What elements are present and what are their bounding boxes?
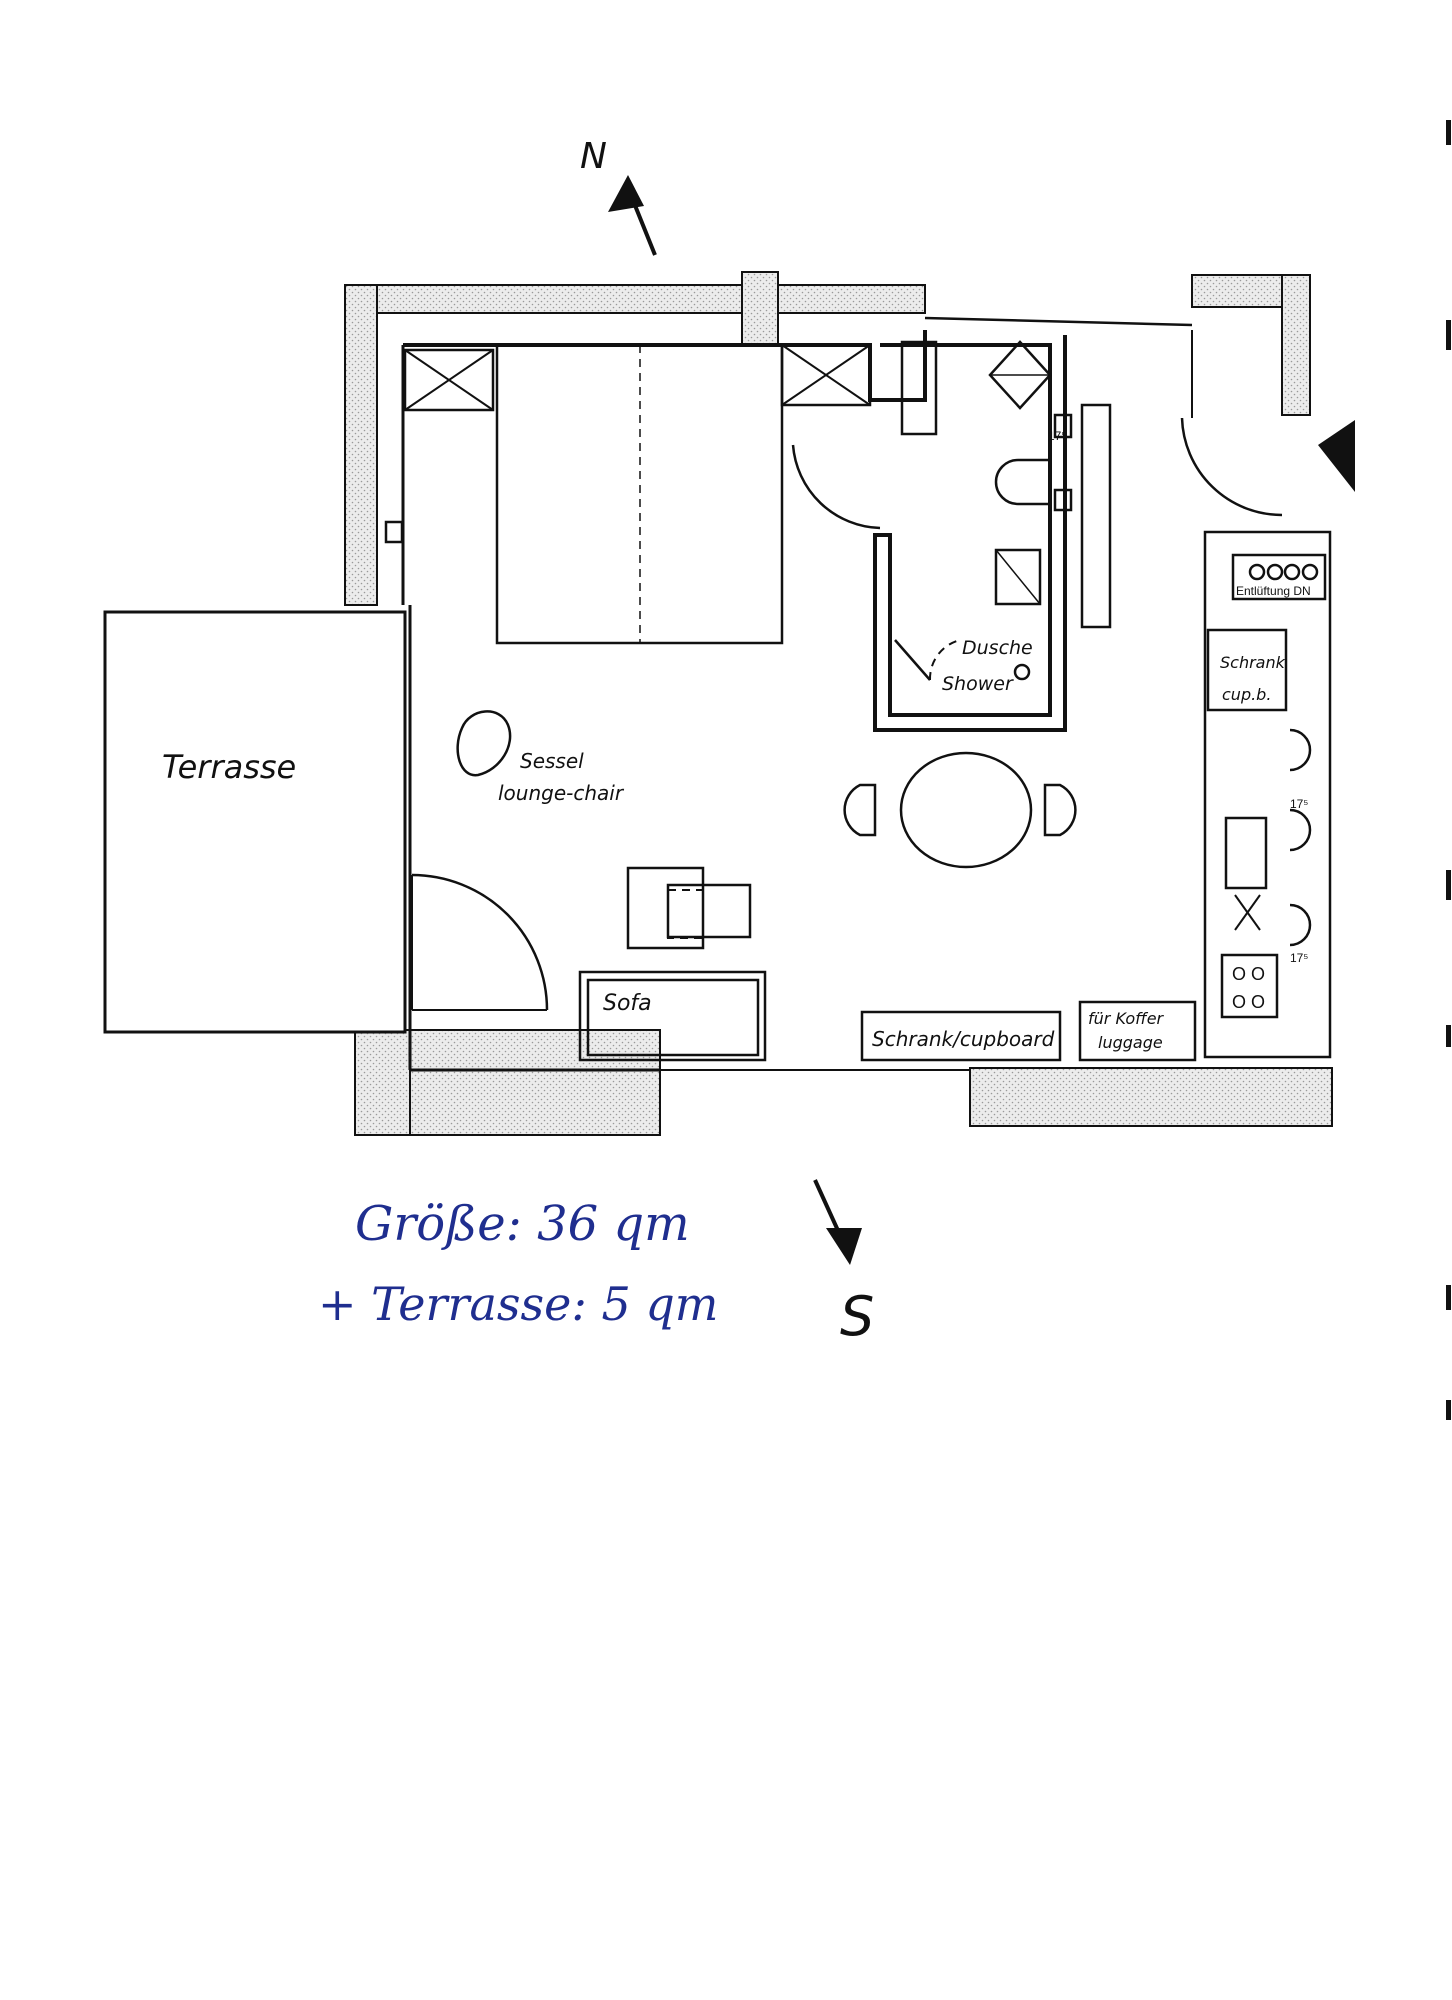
south-arrow: S <box>813 1179 874 1348</box>
chair-label-de: Sessel <box>520 749 584 773</box>
terrace: Terrasse <box>103 610 407 1034</box>
coffee-table <box>626 866 752 950</box>
terrace-summary: + Terrasse: 5 qm <box>318 1277 718 1331</box>
nightstand-left <box>403 348 495 412</box>
walls <box>344 271 1333 1136</box>
luggage-label-de: für Koffer <box>1088 1009 1165 1028</box>
entrance-door <box>1180 417 1283 517</box>
north-arrow: N <box>580 136 657 256</box>
page-edge-marks <box>1446 120 1451 1420</box>
hob-top-label: O O <box>1232 964 1265 984</box>
hob-bottom-label: O O <box>1232 992 1265 1012</box>
shower-label-en: Shower <box>942 673 1014 695</box>
sofa: Sofa <box>578 970 767 1062</box>
kitchen-cupboard-label-de: Schrank <box>1220 653 1286 672</box>
kitchen: Entlüftung DN Schrank cup.b. O O O O 17⁵… <box>1203 530 1332 1059</box>
size-summary: Größe: 36 qm <box>355 1196 690 1252</box>
luggage-rack: für Koffer luggage <box>1078 1000 1197 1062</box>
luggage-label-en: luggage <box>1098 1033 1163 1052</box>
ventilation-label: Entlüftung DN <box>1236 584 1311 598</box>
dining-table <box>843 751 1077 869</box>
bathroom: Dusche Shower 17⁵ <box>791 335 1112 732</box>
sofa-label: Sofa <box>603 991 652 1016</box>
bed <box>495 343 784 645</box>
socket-icon <box>384 520 404 544</box>
dim-label-c: 17⁵ <box>1290 951 1308 965</box>
terrace-label: Terrasse <box>162 748 296 786</box>
terrace-door <box>411 873 549 1011</box>
chair-label-en: lounge-chair <box>498 781 625 805</box>
lounge-chair: Sessel lounge-chair <box>456 710 625 805</box>
cupboard: Schrank/cupboard <box>860 1010 1062 1062</box>
entrance-arrow-icon <box>1318 420 1355 492</box>
north-label: N <box>580 136 607 177</box>
cupboard-label: Schrank/cupboard <box>872 1027 1055 1051</box>
south-label: S <box>840 1285 874 1348</box>
nightstand-right <box>780 343 872 407</box>
dim-label-b: 17⁵ <box>1290 797 1308 811</box>
kitchen-cupboard-label-en: cup.b. <box>1222 685 1271 704</box>
shower-label-de: Dusche <box>962 637 1033 659</box>
